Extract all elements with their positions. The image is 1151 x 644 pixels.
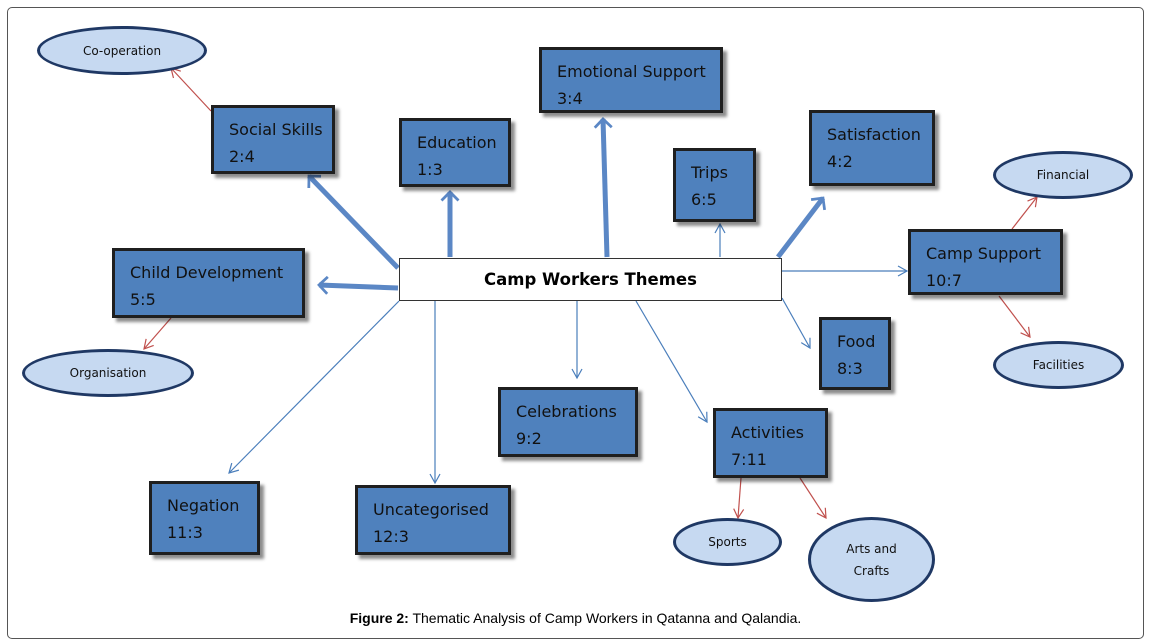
subtheme-label: Sports (708, 535, 747, 549)
central-theme-label: Camp Workers Themes (484, 270, 697, 289)
theme-code: 8:3 (837, 359, 863, 378)
theme-code: 11:3 (167, 523, 203, 542)
theme-emotional-support: Emotional Support 3:4 (539, 47, 723, 113)
subtheme-label: Financial (1036, 168, 1090, 182)
arrow-cooperation (170, 67, 212, 112)
arrow-financial (1011, 196, 1038, 230)
theme-code: 2:4 (229, 147, 255, 166)
theme-title: Education (417, 133, 497, 152)
subtheme-label: Facilities (1032, 358, 1085, 372)
subtheme-label-line1: Arts and (846, 541, 897, 556)
arrow-food (781, 297, 811, 350)
subtheme-facilities: Facilities (993, 341, 1124, 389)
theme-title: Trips (691, 163, 728, 182)
subtheme-label: Co-operation (82, 43, 162, 58)
theme-code: 12:3 (373, 527, 409, 546)
theme-code: 10:7 (926, 271, 962, 290)
theme-code: 5:5 (130, 290, 156, 309)
theme-trips: Trips 6:5 (673, 148, 756, 222)
theme-camp-support: Camp Support 10:7 (908, 229, 1063, 295)
arrow-social-skills (307, 174, 400, 270)
theme-title: Satisfaction (827, 125, 921, 144)
theme-activities: Activities 7:11 (713, 408, 828, 478)
subtheme-label: Organisation (69, 366, 147, 380)
theme-code: 6:5 (691, 190, 717, 209)
theme-code: 9:2 (516, 429, 542, 448)
subtheme-arts-and-crafts: Arts and Crafts (808, 517, 935, 602)
arrow-organisation (143, 317, 172, 350)
arrow-activities (635, 300, 708, 424)
theme-title: Emotional Support (557, 62, 706, 81)
theme-title: Social Skills (229, 120, 323, 139)
arrow-emotional-support (593, 117, 613, 258)
arrow-arts-crafts (799, 477, 827, 520)
subtheme-organisation: Organisation (22, 349, 194, 397)
caption-label: Figure 2: (349, 610, 409, 626)
arrow-child-development (317, 275, 399, 295)
theme-title: Child Development (130, 263, 284, 282)
figure-caption: Figure 2: Thematic Analysis of Camp Work… (0, 610, 1151, 626)
arrow-negation (228, 300, 400, 474)
theme-uncategorised: Uncategorised 12:3 (355, 485, 511, 555)
theme-child-development: Child Development 5:5 (112, 248, 305, 318)
theme-code: 4:2 (827, 152, 853, 171)
subtheme-sports: Sports (673, 518, 782, 566)
subtheme-financial: Financial (993, 151, 1133, 199)
theme-satisfaction: Satisfaction 4:2 (809, 110, 935, 186)
theme-code: 7:11 (731, 450, 767, 469)
theme-title: Negation (167, 496, 240, 515)
theme-celebrations: Celebrations 9:2 (498, 387, 638, 457)
theme-title: Uncategorised (373, 500, 489, 519)
central-theme-box: Camp Workers Themes (399, 258, 782, 301)
theme-education: Education 1:3 (399, 118, 511, 187)
theme-title: Food (837, 332, 876, 351)
theme-title: Celebrations (516, 402, 617, 421)
subtheme-cooperation: Co-operation (37, 26, 207, 75)
theme-code: 1:3 (417, 160, 443, 179)
theme-negation: Negation 11:3 (149, 481, 260, 555)
caption-text: Thematic Analysis of Camp Workers in Qat… (408, 610, 802, 626)
arrow-facilities (998, 295, 1031, 338)
theme-food: Food 8:3 (819, 317, 891, 390)
arrow-satisfaction (776, 196, 826, 259)
theme-title: Camp Support (926, 244, 1042, 263)
subtheme-label-line2: Crafts (853, 563, 890, 578)
theme-social-skills: Social Skills 2:4 (211, 105, 335, 174)
theme-title: Activities (731, 423, 804, 442)
theme-code: 3:4 (557, 89, 583, 108)
arrow-sports (733, 477, 745, 520)
